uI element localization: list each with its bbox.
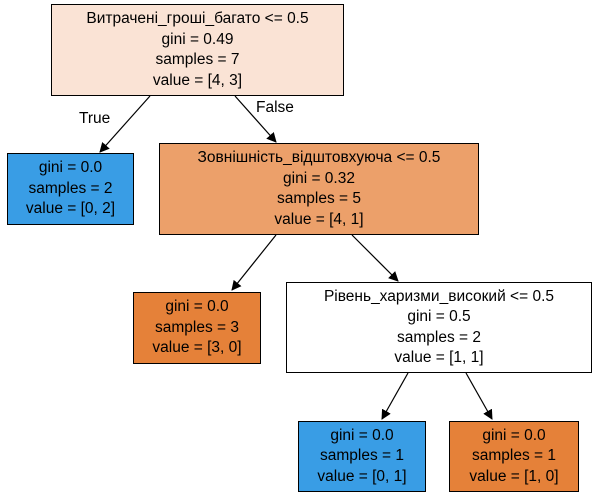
node-right-gini: gini = 0.32 <box>283 169 355 187</box>
node-right-right: Рівень_харизми_високий <= 0.5 gini = 0.5… <box>286 282 592 373</box>
node-right-samples: samples = 5 <box>276 190 361 207</box>
node-root-samples: samples = 7 <box>155 51 240 68</box>
node-right-left-leaf: gini = 0.0 samples = 3 value = [3, 0] <box>133 292 261 364</box>
node-left-value: value = [0, 2] <box>25 200 116 218</box>
node-root-condition: Витрачені_гроші_багато <= 0.5 <box>86 10 309 27</box>
edge-root-right <box>234 95 277 143</box>
node-rr-left-leaf: gini = 0.0 samples = 1 value = [0, 1] <box>298 421 426 492</box>
node-left-leaf: gini = 0.0 samples = 2 value = [0, 2] <box>7 153 134 225</box>
node-root-gini: gini = 0.49 <box>161 30 234 48</box>
node-left-gini: gini = 0.0 <box>38 159 103 177</box>
node-right-value: value = [4, 1] <box>274 210 364 228</box>
node-left-samples: samples = 2 <box>28 179 113 197</box>
edge-right-rightright <box>351 234 399 282</box>
node-right-left-samples: samples = 3 <box>154 318 239 336</box>
edge-rightright-rrleft <box>381 372 409 420</box>
node-rr-right-samples: samples = 1 <box>471 447 556 465</box>
node-rr-right-gini: gini = 0.0 <box>482 426 546 444</box>
node-right-right-samples: samples = 2 <box>396 328 481 346</box>
node-rr-left-samples: samples = 1 <box>319 447 404 465</box>
node-right-right-condition: Рівень_харизми_високий <= 0.5 <box>323 287 555 305</box>
node-right-left-gini: gini = 0.0 <box>165 298 229 316</box>
node-root-value: value = [4, 3] <box>152 71 243 89</box>
node-right-condition: Зовнішність_відштовхуюча <= 0.5 <box>197 149 441 166</box>
node-right-right-value: value = [1, 1] <box>394 349 484 366</box>
node-rr-left-gini: gini = 0.0 <box>330 426 394 444</box>
edge-label-true: True <box>79 110 111 127</box>
edge-root-left <box>99 95 151 153</box>
edge-right-rightleft <box>231 234 277 291</box>
node-rr-left-value: value = [0, 1] <box>317 467 407 485</box>
node-rr-right-leaf: gini = 0.0 samples = 1 value = [1, 0] <box>449 421 579 492</box>
node-right: Зовнішність_відштовхуюча <= 0.5 gini = 0… <box>159 143 479 235</box>
edge-rightright-rrright <box>465 372 493 420</box>
edge-label-false: False <box>256 99 294 116</box>
node-right-left-value: value = [3, 0] <box>152 339 242 357</box>
node-right-right-gini: gini = 0.5 <box>407 308 471 325</box>
node-root: Витрачені_гроші_багато <= 0.5 gini = 0.4… <box>51 4 344 96</box>
node-rr-right-value: value = [1, 0] <box>469 467 559 485</box>
